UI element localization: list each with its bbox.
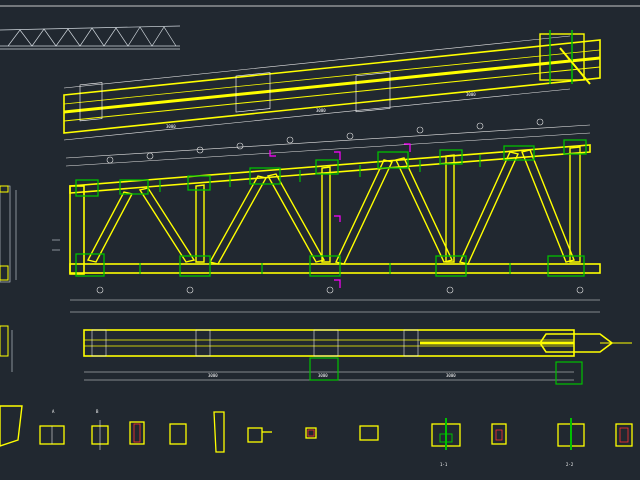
end-post [69, 185, 85, 275]
section-details [0, 405, 633, 453]
section-label-b: B [96, 409, 99, 414]
section-label-2: 2-2 [566, 462, 574, 467]
section-label-1: 1-1 [440, 462, 448, 467]
section-mark-icon [269, 143, 411, 288]
dim-bottom-chord-right: 3000 [446, 373, 456, 378]
dim-bottom-chord-left: 3000 [208, 373, 218, 378]
truss-thumbnail [0, 25, 181, 50]
bottom-chord-plan [83, 329, 632, 385]
truss-elevation [0, 124, 601, 313]
dim-top-chord-mid: 3000 [316, 108, 326, 113]
callout-bubbles [96, 118, 584, 294]
gusset-plate-node-icon [75, 139, 587, 277]
bottom-chord [69, 263, 601, 274]
dim-bottom-chord-mid: 3000 [318, 373, 328, 378]
dim-top-chord-left: 3000 [166, 124, 176, 129]
dim-top-chord-right: 3000 [466, 92, 476, 97]
left-side-detail [0, 325, 13, 372]
web-members [86, 146, 581, 265]
top-chord-plan [63, 30, 601, 141]
chord-fillers [139, 155, 511, 274]
section-label-a: A [52, 409, 55, 414]
